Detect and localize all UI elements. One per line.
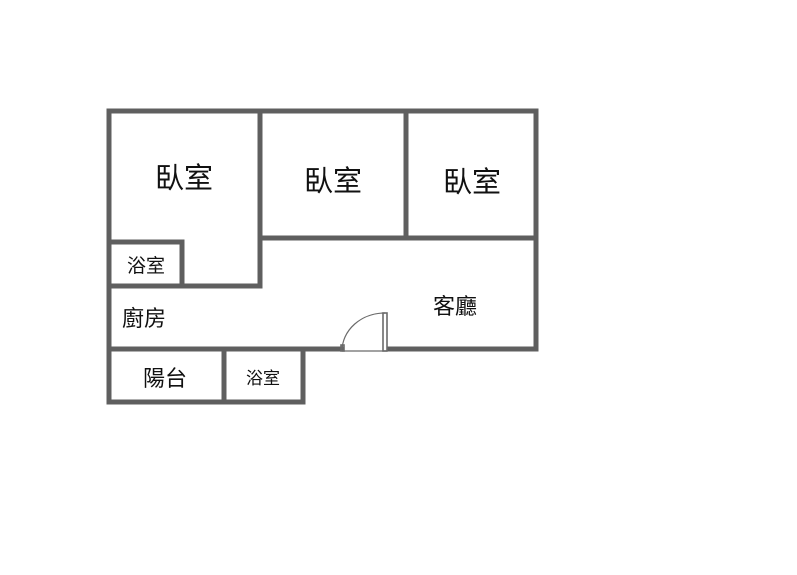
- room-label-living-room: 客廳: [433, 295, 477, 320]
- room-label-bathroom-1: 浴室: [127, 255, 165, 277]
- room-labels: 臥室 臥室 臥室 浴室 廚房 客廳 陽台 浴室: [122, 161, 501, 392]
- door-leaf: [382, 312, 388, 352]
- door-swing-arc: [341, 312, 386, 352]
- walls: [106, 108, 539, 405]
- room-label-bathroom-2: 浴室: [246, 369, 280, 389]
- room-label-bedroom-3: 臥室: [443, 165, 501, 199]
- room-label-balcony: 陽台: [143, 367, 187, 392]
- entrance-door: [340, 312, 388, 352]
- room-label-kitchen: 廚房: [122, 307, 166, 332]
- room-label-bedroom-2: 臥室: [304, 164, 362, 198]
- room-label-bedroom-1: 臥室: [155, 161, 213, 195]
